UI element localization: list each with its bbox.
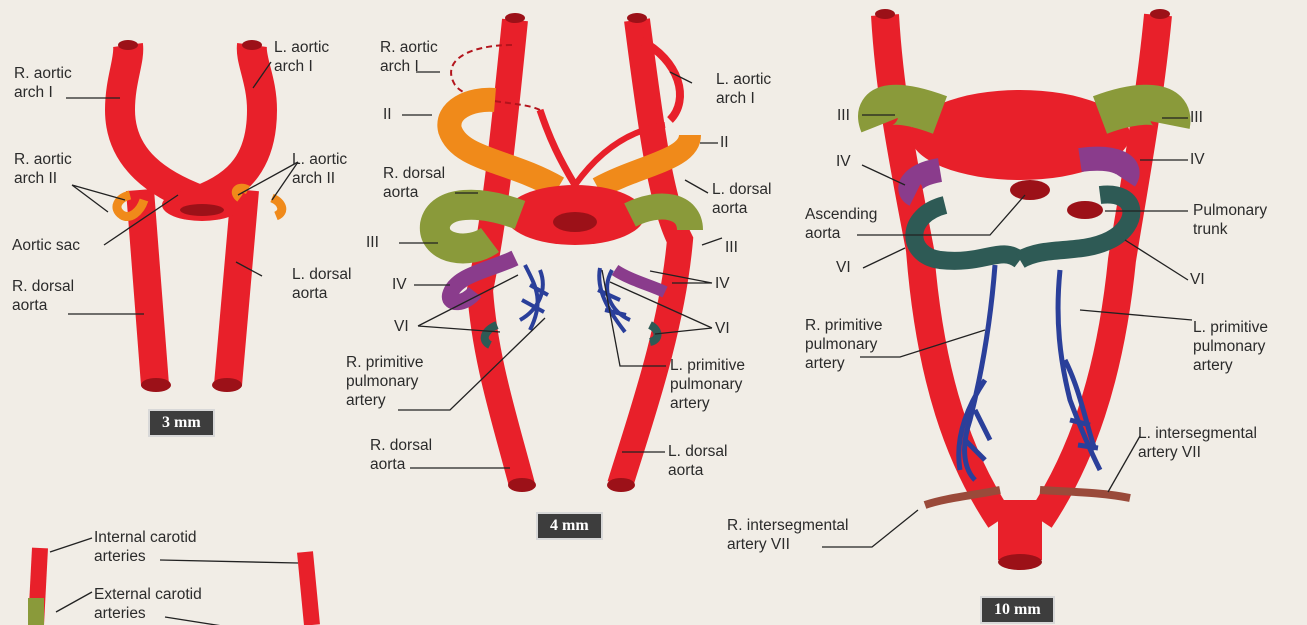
internal-carotid-right [305,552,312,625]
label-aortic-sac-3mm: Aortic sac [12,236,80,255]
right-arch-3-10mm [1100,105,1170,125]
label-l-aortic-arch-2-3mm: L. aortic arch II [292,150,347,188]
label-arch-4-left-10mm: IV [836,152,851,171]
label-arch-6-left-4mm: VI [394,317,409,336]
stage-badge-10mm: 10 mm [980,596,1055,624]
right-arch-4-10mm [1080,159,1128,180]
label-arch-3-left-10mm: III [837,106,850,125]
left-arch-3-4mm [435,205,520,249]
label-arch-4-right-4mm: IV [715,274,730,293]
right-arch-4-4mm [615,270,665,292]
l-aortic-arch-1-3mm [200,45,262,200]
label-r-aortic-arch-1-3mm: R. aortic arch I [14,64,72,102]
label-arch-2-right-4mm: II [720,133,729,152]
l-dorsal-aorta-3mm [228,190,245,385]
label-r-dorsal-aorta-3mm: R. dorsal aorta [12,277,74,315]
label-r-dorsal-aorta-bottom-4mm: R. dorsal aorta [370,436,432,474]
label-r-aortic-arch-2-3mm: R. aortic arch II [14,150,72,188]
label-arch-4-right-10mm: IV [1190,150,1205,169]
label-arch-2-left-4mm: II [383,105,392,124]
label-arch-6-right-4mm: VI [715,319,730,338]
r-primitive-pulmonary-4mm [520,265,548,330]
panel-3mm-vessels [117,40,282,392]
pulmonary-trunk-10mm [1067,201,1103,219]
label-r-primitive-pulmonary-4mm: R. primitive pulmonary artery [346,353,424,410]
label-l-dorsal-aorta-bottom-4mm: L. dorsal aorta [668,442,727,480]
label-r-primitive-pulmonary-10mm: R. primitive pulmonary artery [805,316,883,373]
label-arch-6-right-10mm: VI [1190,270,1205,289]
label-arch-4-left-4mm: IV [392,275,407,294]
label-l-dorsal-aorta-top-4mm: L. dorsal aorta [712,180,771,218]
label-l-intersegmental-artery-7: L. intersegmental artery VII [1138,424,1257,462]
label-l-aortic-arch-1-4mm: L. aortic arch I [716,70,771,108]
panel-4mm-vessels [435,13,690,492]
label-r-aortic-arch-1-4mm: R. aortic arch I [380,38,438,76]
label-l-aortic-arch-1-3mm: L. aortic arch I [274,38,329,76]
label-r-dorsal-aorta-top-4mm: R. dorsal aorta [383,164,445,202]
label-l-primitive-pulmonary-10mm: L. primitive pulmonary artery [1193,318,1268,375]
l-dorsal-aorta-4mm [620,20,680,485]
label-l-primitive-pulmonary-4mm: L. primitive pulmonary artery [670,356,745,413]
r-aortic-arch-1-3mm [120,45,200,200]
label-arch-3-right-10mm: III [1190,108,1203,127]
ascending-aorta-10mm [1010,180,1050,200]
label-ascending-aorta-10mm: Ascending aorta [805,205,877,243]
label-external-carotid-arteries: External carotid arteries [94,585,202,623]
left-arch-4-10mm [910,170,940,195]
stage-badge-3mm: 3 mm [148,409,215,437]
stage-badge-4mm: 4 mm [536,512,603,540]
label-l-dorsal-aorta-3mm: L. dorsal aorta [292,265,351,303]
label-arch-3-right-4mm: III [725,238,738,257]
label-arch-6-left-10mm: VI [836,258,851,277]
label-pulmonary-trunk-10mm: Pulmonary trunk [1193,201,1267,239]
label-r-intersegmental-artery-7: R. intersegmental artery VII [727,516,848,554]
panel-10mm-vessels [875,9,1170,570]
label-internal-carotid-arteries: Internal carotid arteries [94,528,197,566]
label-arch-3-left-4mm: III [366,233,379,252]
